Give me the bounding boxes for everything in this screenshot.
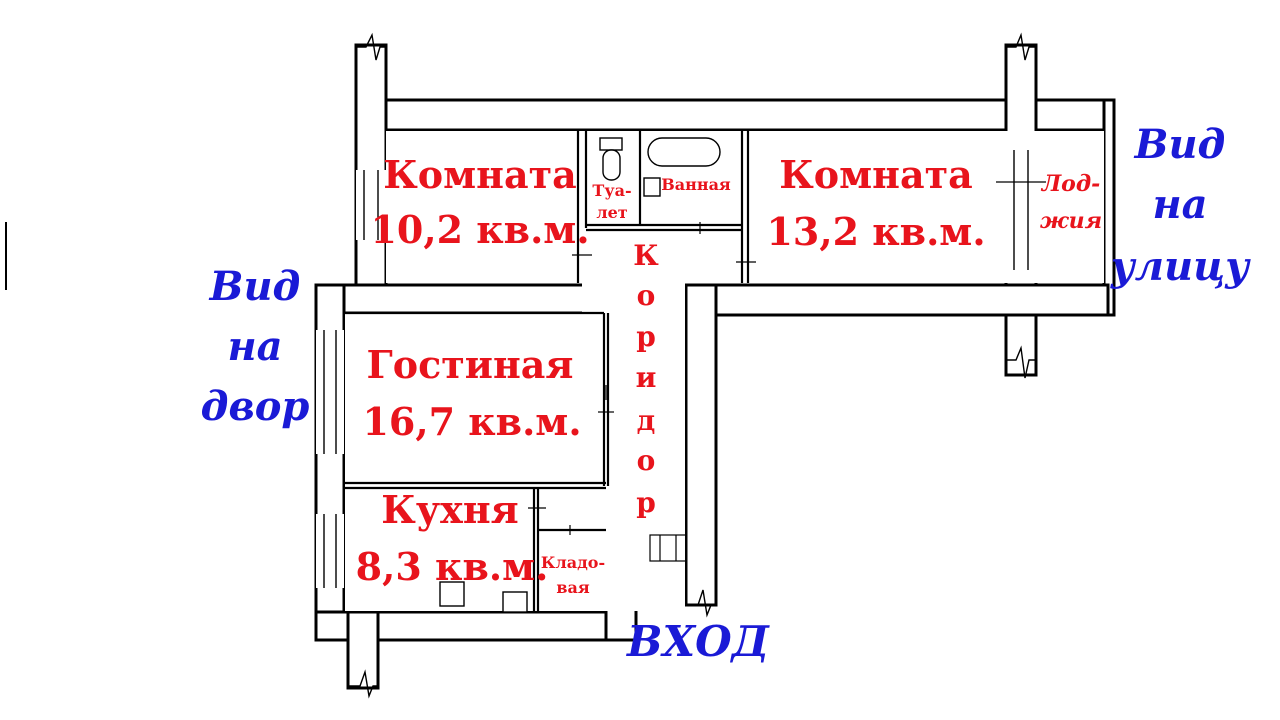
street-view-line2: на: [1152, 181, 1207, 228]
yard-view-line1: Вид: [209, 263, 301, 310]
corridor-letter: р: [636, 486, 656, 519]
living-area: 16,7 кв.м.: [362, 399, 581, 444]
entrance-label: ВХОД: [626, 617, 771, 666]
room2-area: 13,2 кв.м.: [766, 209, 985, 254]
corridor-letter: д: [637, 404, 656, 437]
interior-fill: [345, 131, 1104, 611]
room2-name: Комната: [779, 152, 973, 197]
windows: [316, 150, 1036, 588]
corridor-letter: и: [636, 361, 657, 394]
bath-label: Ванная: [661, 175, 731, 194]
street-view-line1: Вид: [1134, 121, 1226, 168]
yard-view-line3: двор: [201, 383, 310, 430]
corridor-label: К о р и д о р: [633, 239, 659, 519]
corridor-letter: о: [637, 279, 656, 312]
kitchen-name: Кухня: [381, 487, 518, 532]
corridor-letter: К: [633, 239, 659, 272]
partitions: [345, 131, 1104, 612]
room1-name: Комната: [383, 152, 577, 197]
corridor-letter: р: [636, 320, 656, 353]
door-marks: [528, 181, 1046, 535]
yard-view-line2: на: [227, 323, 282, 370]
break-marks: [348, 32, 1036, 699]
bathtub-fixture: [643, 137, 721, 197]
living-name: Гостиная: [367, 342, 574, 387]
loggia-label-1: Лод-: [1041, 171, 1101, 197]
kitchen-area: 8,3 кв.м.: [356, 544, 549, 589]
storage-label-2: вая: [556, 578, 589, 597]
toilet-label-2: лет: [596, 203, 627, 222]
street-view-line3: улицу: [1110, 243, 1251, 290]
toilet-label-1: Туа-: [592, 181, 631, 200]
entrance-door: [649, 534, 687, 562]
room1-area: 10,2 кв.м.: [370, 207, 589, 252]
corridor-letter: о: [637, 444, 656, 477]
storage-label-1: Кладо-: [541, 553, 605, 572]
stove-fixture: [439, 581, 528, 613]
toilet-fixture: [599, 137, 623, 181]
loggia-label-2: жия: [1040, 208, 1102, 234]
